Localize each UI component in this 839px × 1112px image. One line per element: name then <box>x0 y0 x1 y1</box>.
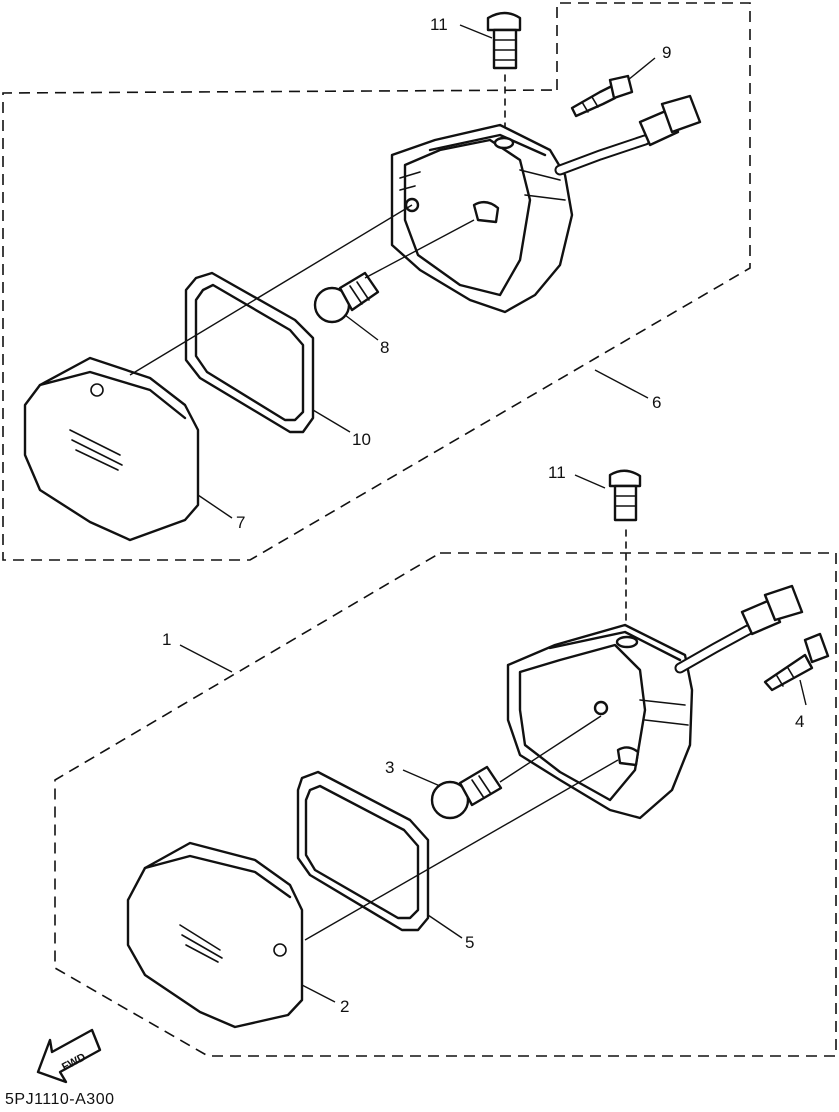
callout-1: 1 <box>162 630 171 649</box>
bulb-3 <box>430 765 503 820</box>
callouts: 11 9 8 6 10 7 11 1 4 3 5 2 <box>162 15 807 1016</box>
drawing-code: 5PJ1110-A300 <box>5 1091 114 1108</box>
callout-10: 10 <box>352 430 371 449</box>
callout-4: 4 <box>795 712 804 731</box>
assembly-lower <box>54 469 837 1057</box>
callout-8: 8 <box>380 338 389 357</box>
wire-connector-upper <box>554 94 702 176</box>
housing-lower <box>506 623 694 820</box>
screw-9 <box>570 74 634 118</box>
lens-2 <box>126 841 304 1029</box>
callout-11-upper: 11 <box>430 15 448 34</box>
screw-11-upper <box>486 11 522 131</box>
callout-3: 3 <box>385 758 394 777</box>
gasket-10 <box>184 271 315 434</box>
screw-11-lower <box>608 469 642 626</box>
fwd-arrow: FWD <box>36 1028 102 1084</box>
callout-7: 7 <box>236 513 245 532</box>
wire-connector-lower <box>674 584 804 674</box>
callout-11-lower: 11 <box>548 463 566 482</box>
callout-2: 2 <box>340 997 349 1016</box>
group-boundary-upper <box>2 2 751 561</box>
group-boundary-lower <box>54 552 837 1057</box>
lens-7 <box>23 356 200 542</box>
bulb-8 <box>313 271 380 324</box>
callout-9: 9 <box>662 43 671 62</box>
callout-6: 6 <box>652 393 661 412</box>
callout-5: 5 <box>465 933 474 952</box>
housing-upper <box>390 123 574 314</box>
gasket-5 <box>296 770 430 932</box>
screw-4 <box>763 632 830 692</box>
assembly-upper <box>2 2 751 561</box>
